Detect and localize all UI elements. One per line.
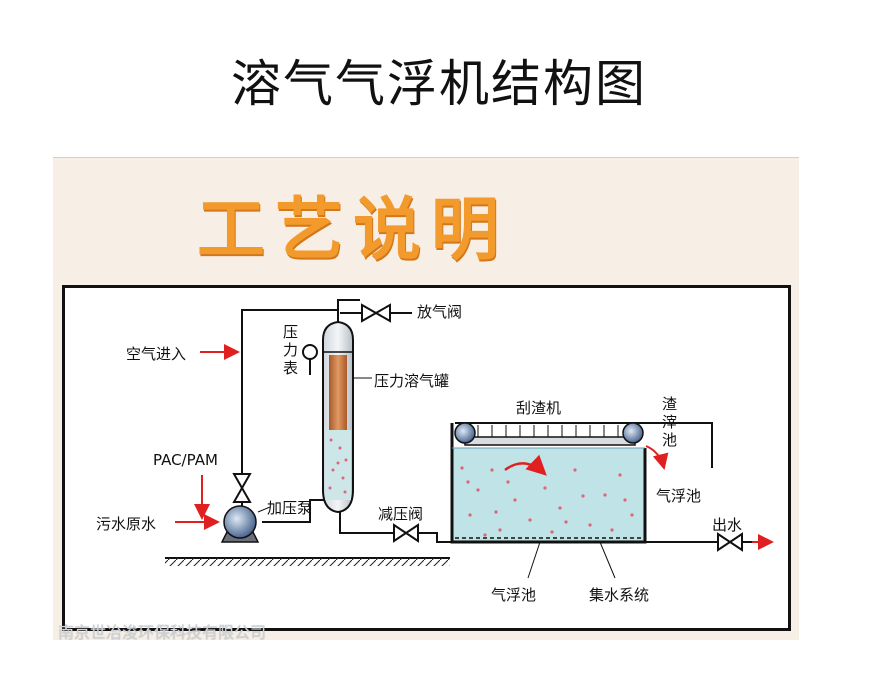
vent-valve-icon [361,303,391,323]
scraper-icon [454,422,669,470]
page-title: 溶气气浮机结构图 [231,55,647,113]
booster-pump-icon [220,505,260,543]
relief-valve-label: 减压阀 [378,505,424,523]
panel-title: 工艺说明 [196,191,509,270]
piping [241,299,752,543]
pressure-gauge-icon [302,344,318,375]
scum-tank-label: 渣滓池 [662,395,678,449]
collection-system-label: 集水系统 [589,586,650,604]
air-inlet-label: 空气进入 [126,345,187,363]
pressure-gauge-label: 压力表 [283,323,299,377]
bubbles [460,464,634,537]
watermark: 南京世冶浚环保科技有限公司 [58,623,267,642]
ground-line [165,557,450,566]
dissolved-air-tank [322,320,354,514]
diagram-frame [62,285,791,631]
water-outlet-label: 出水 [712,516,743,534]
pac-pam-label: PAC/PAM [153,451,218,469]
raw-sewage-label: 污水原水 [96,515,157,533]
booster-pump-label: 加压泵 [267,499,313,517]
relief-valve-icon [393,523,419,543]
vent-valve-label: 放气阀 [417,303,463,321]
label-leaders [257,377,372,513]
dissolved-air-tank-label: 压力溶气罐 [374,372,450,390]
process-panel: 工艺说明 [53,157,799,640]
flotation-tank [450,423,647,579]
check-valve [232,473,252,503]
scraper-label: 刮渣机 [516,399,562,417]
flotation-tank-right-label: 气浮池 [656,487,702,505]
flotation-tank-bottom-label: 气浮池 [491,586,537,604]
outlet-valve-icon [717,532,743,552]
